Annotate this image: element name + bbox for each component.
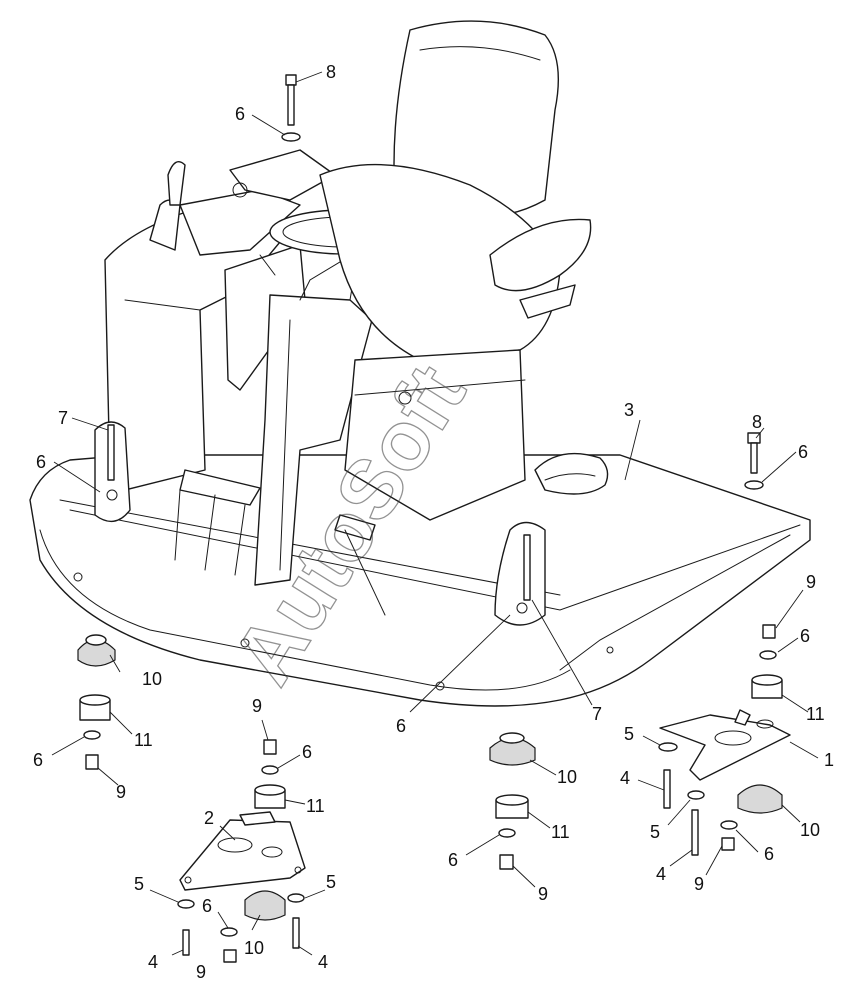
mount-stack-center-right — [489, 732, 536, 870]
callout-8-top: 8 — [326, 62, 336, 82]
mount-stack-center-left — [254, 739, 286, 809]
callout-9-center: 9 — [538, 884, 548, 904]
callout-5-bottom-left: 5 — [134, 874, 144, 894]
callout-10-bottom: 10 — [244, 938, 264, 958]
operator-seat — [319, 20, 592, 521]
rear-mount-right — [494, 521, 546, 626]
callout-7-left: 7 — [58, 408, 68, 428]
callout-6-right: 6 — [798, 442, 808, 462]
callout-6-left-low: 6 — [33, 750, 43, 770]
callout-10-center: 10 — [557, 767, 577, 787]
callout-6-center-left: 6 — [302, 742, 312, 762]
callout-11-center: 11 — [551, 822, 570, 842]
callout-10-right: 10 — [800, 820, 820, 840]
bracket-1 — [658, 709, 791, 856]
callout-4-bottom-left: 4 — [148, 952, 158, 972]
bolt-right — [744, 432, 764, 490]
callout-8-right: 8 — [752, 412, 762, 432]
callout-9-left: 9 — [116, 782, 126, 802]
callout-6-right-stack: 6 — [800, 626, 810, 646]
callout-11-right: 11 — [806, 704, 825, 724]
floor-platform — [29, 452, 811, 707]
callout-6-bottom: 6 — [202, 896, 212, 916]
callout-5-right-low: 5 — [650, 822, 660, 842]
leader-lines — [51, 71, 819, 956]
bracket-2 — [177, 811, 306, 963]
callout-9-right-low: 9 — [694, 874, 704, 894]
callout-6-left: 6 — [36, 452, 46, 472]
callout-6-right-low: 6 — [764, 844, 774, 864]
control-console — [104, 149, 336, 491]
callout-11-left: 11 — [134, 730, 153, 750]
callout-5-right: 5 — [624, 724, 634, 744]
callout-9-center-left: 9 — [252, 696, 262, 716]
callout-9-bottom: 9 — [196, 962, 206, 982]
callout-10-left: 10 — [142, 669, 162, 689]
bolt-top — [281, 74, 301, 142]
callout-4-right-low: 4 — [656, 864, 666, 884]
callout-7-right: 7 — [592, 704, 602, 724]
mount-stack-left — [77, 634, 116, 770]
callout-6-center-low: 6 — [448, 850, 458, 870]
pedals — [174, 469, 386, 616]
callout-6-center: 6 — [396, 716, 406, 736]
callout-labels: 8 6 7 6 3 8 6 10 11 6 9 9 6 11 6 7 10 11… — [33, 62, 834, 982]
callout-9-right: 9 — [806, 572, 816, 592]
mount-stack-right — [751, 624, 783, 699]
rear-mount-left — [94, 421, 131, 523]
callout-3: 3 — [624, 400, 634, 420]
callout-1: 1 — [824, 750, 834, 770]
callout-11-center-left: 11 — [306, 796, 325, 816]
callout-4-right: 4 — [620, 768, 630, 788]
callout-4-bottom-right: 4 — [318, 952, 328, 972]
callout-6-top: 6 — [235, 104, 245, 124]
callout-2: 2 — [204, 808, 214, 828]
callout-5-bottom-right: 5 — [326, 872, 336, 892]
